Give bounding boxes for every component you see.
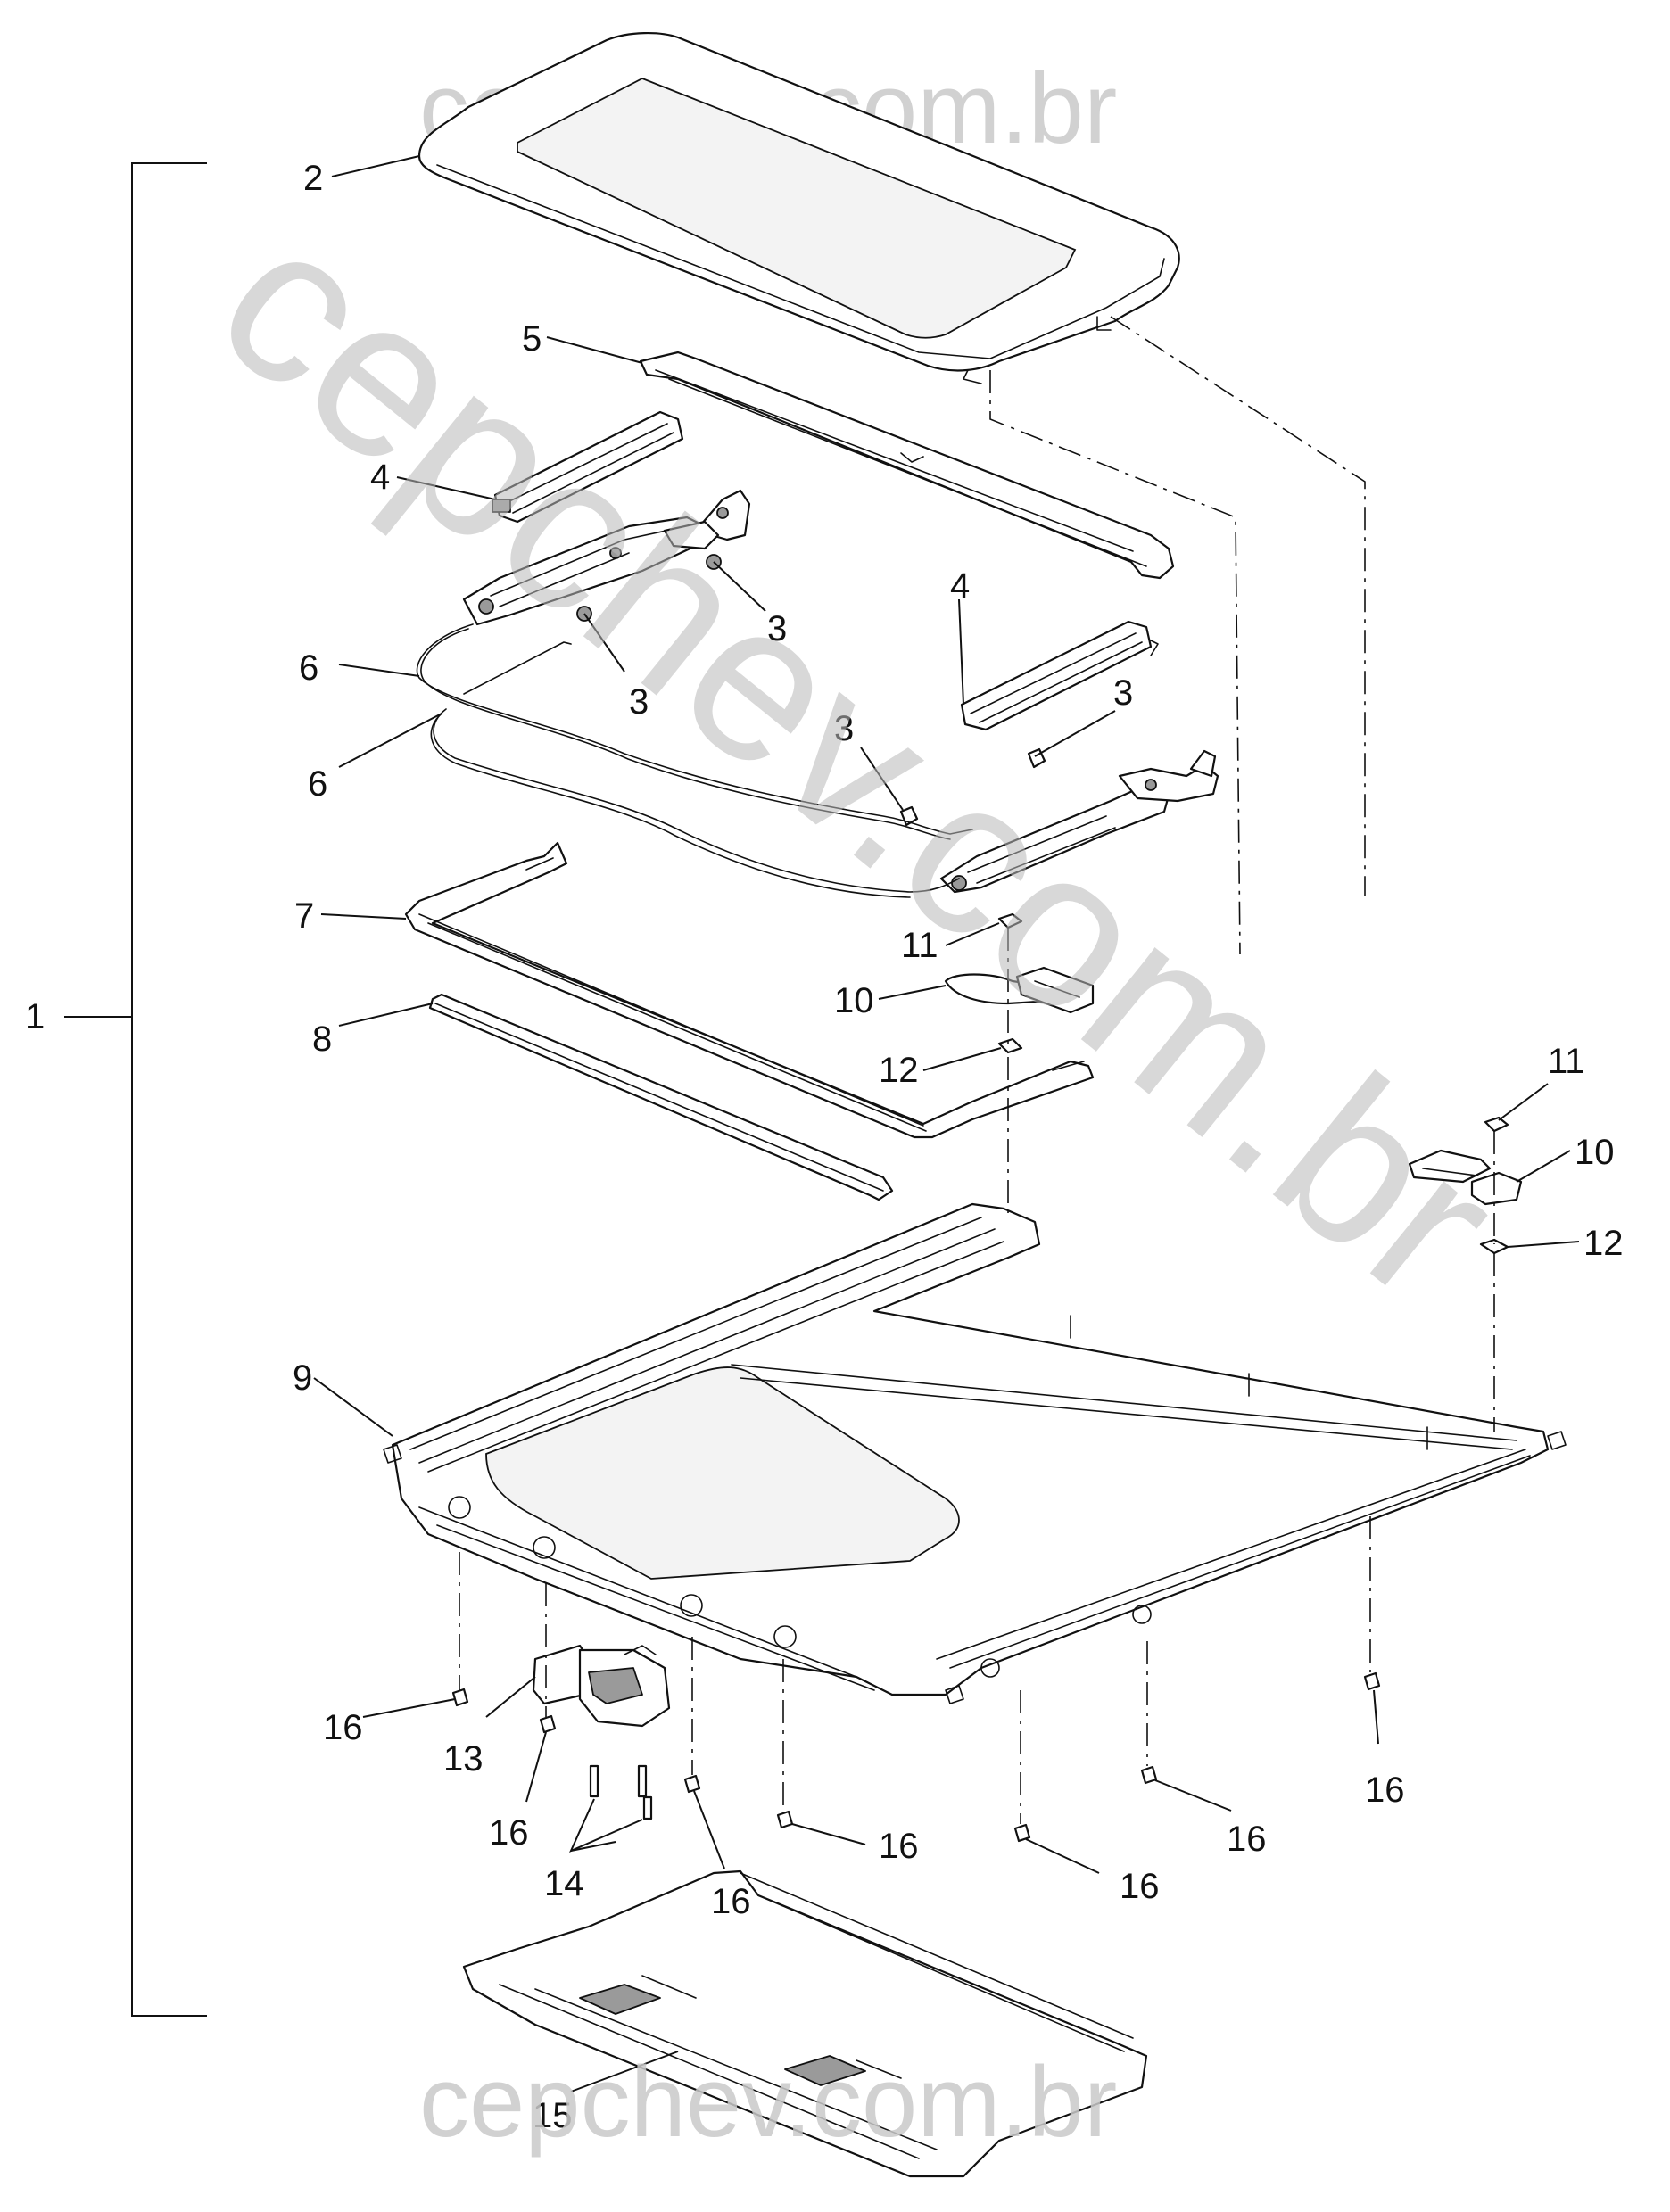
callout-16: 16 bbox=[323, 1708, 363, 1747]
callout-11: 11 bbox=[901, 926, 938, 965]
callout-13: 13 bbox=[443, 1739, 484, 1779]
callout-10: 10 bbox=[1575, 1133, 1615, 1172]
callout-11: 11 bbox=[1548, 1042, 1585, 1081]
drain-strip bbox=[428, 993, 894, 1201]
callout-14: 14 bbox=[544, 1864, 584, 1903]
motor-screw-14-b bbox=[637, 1764, 648, 1798]
alignment-lines bbox=[459, 316, 1495, 1824]
callout-12: 12 bbox=[1583, 1224, 1624, 1263]
cover-bracket-right bbox=[1408, 1149, 1523, 1206]
callout-16: 16 bbox=[1227, 1820, 1267, 1859]
bolt-16-d bbox=[776, 1810, 794, 1829]
callout-6: 6 bbox=[299, 648, 318, 688]
callout-4: 4 bbox=[950, 566, 970, 606]
callout-16: 16 bbox=[711, 1882, 751, 1921]
callout-2: 2 bbox=[303, 159, 323, 198]
callout-4: 4 bbox=[370, 458, 390, 497]
motor-screw-14-a bbox=[589, 1764, 599, 1798]
sunroof-motor bbox=[532, 1644, 671, 1728]
bolt-16-e bbox=[1013, 1823, 1031, 1843]
callout-5: 5 bbox=[522, 319, 542, 359]
guide-track-left bbox=[492, 410, 684, 524]
cover-bracket-center bbox=[944, 966, 1095, 1014]
callout-3: 3 bbox=[1113, 673, 1133, 713]
callout-7: 7 bbox=[294, 896, 314, 936]
sunshade bbox=[462, 1869, 1148, 2178]
front-rail bbox=[639, 351, 1175, 580]
main-frame bbox=[383, 1202, 1567, 1704]
guide-track-right bbox=[960, 620, 1159, 731]
callout-9: 9 bbox=[293, 1358, 312, 1398]
callout-16: 16 bbox=[489, 1813, 529, 1853]
bolt-16-f bbox=[1140, 1765, 1158, 1785]
clip-11-center bbox=[997, 912, 1023, 929]
callout-8: 8 bbox=[312, 1019, 332, 1059]
callout-16: 16 bbox=[1120, 1867, 1160, 1906]
bolt-16-c bbox=[683, 1774, 701, 1794]
callout-10: 10 bbox=[834, 981, 874, 1020]
drive-cable-lower bbox=[430, 708, 960, 898]
callout-16: 16 bbox=[1365, 1770, 1405, 1810]
mechanism-left bbox=[462, 489, 751, 626]
glass-panel bbox=[418, 32, 1180, 384]
seal-frame bbox=[404, 841, 1095, 1139]
callout-3: 3 bbox=[834, 709, 854, 748]
callout-3: 3 bbox=[629, 682, 649, 722]
callout-3: 3 bbox=[767, 609, 787, 648]
mechanism-right bbox=[939, 749, 1219, 894]
motor-screw-14-c bbox=[642, 1795, 653, 1820]
leader-lines bbox=[313, 155, 1580, 2092]
callout-15: 15 bbox=[533, 2096, 573, 2135]
pad-12-right bbox=[1479, 1238, 1509, 1255]
assembly-bracket bbox=[64, 162, 207, 2017]
callout-16: 16 bbox=[879, 1827, 919, 1866]
bolt-16-a bbox=[451, 1688, 469, 1707]
callout-6: 6 bbox=[308, 764, 327, 804]
clip-11-right bbox=[1484, 1116, 1509, 1133]
bolt-16-b bbox=[539, 1714, 557, 1734]
bolt-16-g bbox=[1363, 1671, 1381, 1691]
callout-12: 12 bbox=[879, 1051, 919, 1090]
watermark-bottom: cepchev.com.br bbox=[419, 2046, 1117, 2158]
drive-cable-upper bbox=[416, 623, 973, 840]
callout-1: 1 bbox=[25, 997, 45, 1036]
